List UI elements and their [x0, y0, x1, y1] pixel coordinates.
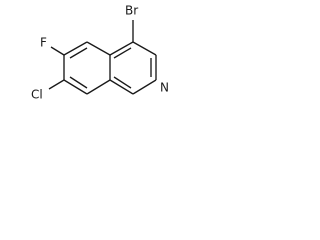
bond-c4a-c4 [109, 41, 134, 56]
structure-canvas: Br F Cl N [0, 0, 196, 138]
bond-c8-c8a [86, 79, 111, 95]
atom-label-br: Br [125, 4, 138, 18]
bond-c7-c8 [63, 79, 88, 95]
bond-c4-c3 [132, 41, 157, 56]
bond-n-c1 [132, 79, 157, 95]
bond-c5-c6 [63, 41, 88, 56]
bond-c6-f [50, 46, 65, 56]
bond-c5-c6-inner [69, 47, 88, 59]
atom-label-n: N [160, 81, 169, 95]
bond-c1-c8a [109, 79, 134, 95]
bond-c7-c8-inner [69, 76, 88, 89]
bond-c4a-c4-inner [113, 47, 132, 59]
bond-c7-cl [48, 79, 65, 90]
bond-c4a-c5 [86, 41, 111, 56]
atom-label-cl: Cl [31, 88, 43, 102]
atom-label-f: F [40, 36, 47, 50]
bond-c1-c8a-inner [113, 76, 132, 89]
isoquinoline-structure-diagram: Br F Cl N [31, 4, 169, 102]
